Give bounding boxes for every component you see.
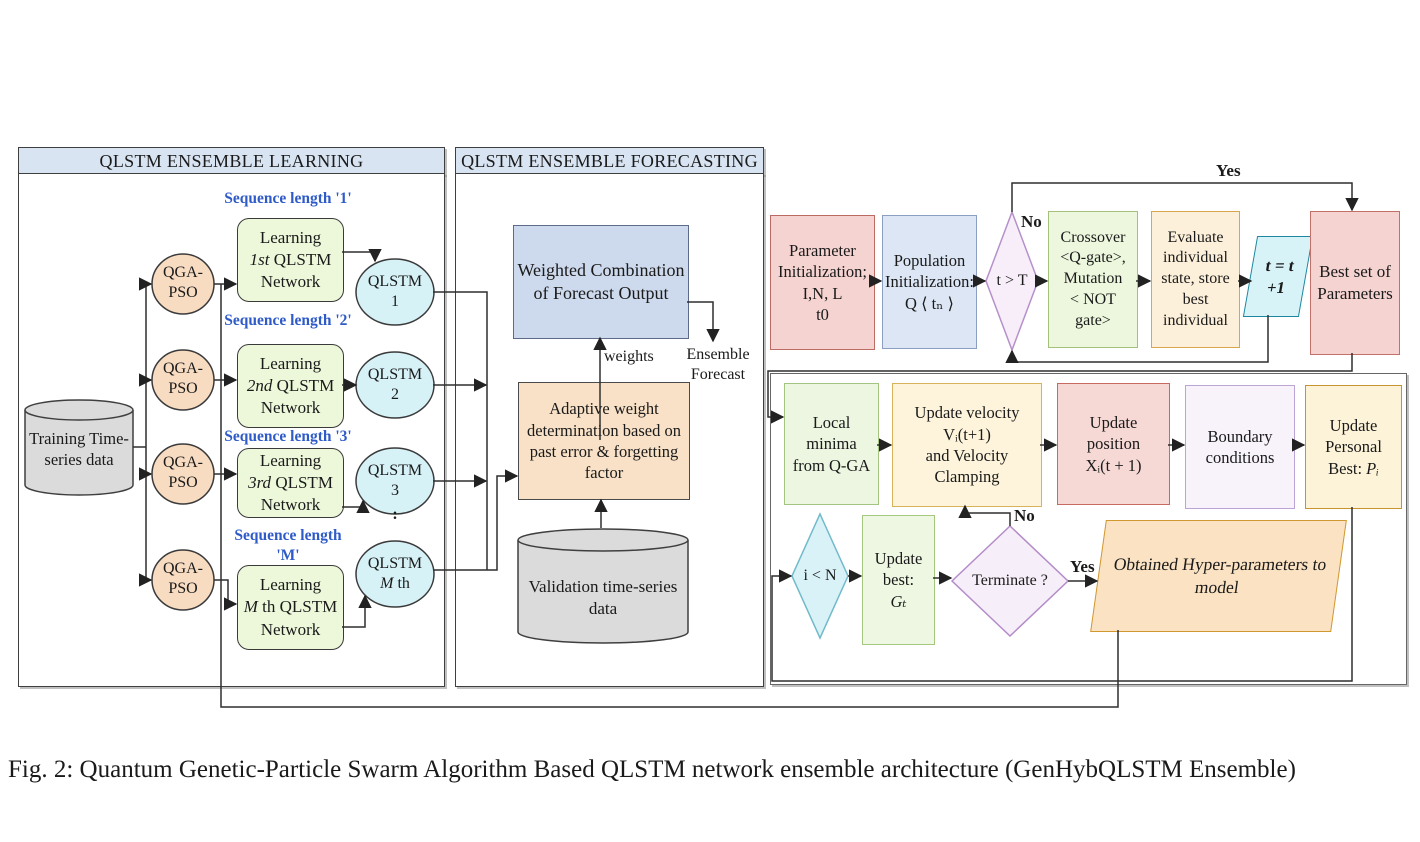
- learning-panel-title: QLSTM ENSEMBLE LEARNING: [99, 150, 364, 171]
- learning-network-box-1: Learning 1st QLSTM Network: [237, 218, 344, 302]
- yes-label-top: Yes: [1216, 161, 1241, 180]
- qlstm-label-3: QLSTM 3: [367, 462, 423, 500]
- weighted-combination-box: Weighted Combination of Forecast Output: [513, 225, 689, 339]
- weights-label: weights: [604, 348, 654, 365]
- crossover-box: Crossover <Q-gate>, Mutation < NOT gate>: [1048, 211, 1138, 348]
- vertical-dots: :: [392, 506, 398, 523]
- i-lt-n-label: i < N: [803, 567, 837, 584]
- sequence-length-label-1: Sequence length '1': [224, 190, 352, 207]
- forecasting-panel-title: QLSTM ENSEMBLE FORECASTING: [461, 150, 758, 171]
- learning-network-box-2: Learning 2nd QLSTM Network: [237, 344, 344, 428]
- sequence-length-label-3: Sequence length '3': [224, 428, 352, 445]
- qga-pso-label-1: QGA-PSO: [163, 264, 203, 302]
- qga-pso-label-2: QGA-PSO: [163, 360, 203, 398]
- t-increment-parallelogram: t = t +1: [1242, 236, 1314, 317]
- forecasting-panel-header: QLSTM ENSEMBLE FORECASTING: [455, 147, 764, 175]
- figure-caption: Fig. 2: Quantum Genetic-Particle Swarm A…: [8, 756, 1296, 783]
- t-gt-T-label: t > T: [996, 272, 1028, 289]
- obtained-hyperparams-parallelogram: Obtained Hyper-parameters to model: [1090, 520, 1347, 632]
- qga-pso-label-3: QGA-PSO: [163, 454, 203, 492]
- evaluate-box: Evaluate individual state, store best in…: [1151, 211, 1240, 348]
- sequence-length-label-m: Sequence length: [234, 527, 342, 544]
- local-minima-box: Local minima from Q-GA: [784, 383, 879, 505]
- learning-network-box-3: Learning 3rd QLSTM Network: [237, 448, 344, 518]
- sequence-length-label-2: Sequence length '2': [224, 312, 352, 329]
- boundary-conditions-box: Boundary conditions: [1185, 385, 1295, 509]
- no-label-mid: No: [1014, 506, 1035, 525]
- validation-data-cylinder-label: Validation time-series data: [528, 577, 678, 618]
- terminate-label: Terminate ?: [972, 572, 1048, 589]
- update-best-box: Update best: Gₜ: [862, 515, 935, 645]
- learning-network-box-4: Learning M th QLSTM Network: [237, 565, 344, 650]
- yes-label-mid: Yes: [1070, 557, 1095, 576]
- population-init-box: Population Initialization: Q ⟨ tₙ ⟩: [882, 215, 977, 349]
- sequence-length-label-m2: 'M': [276, 547, 300, 564]
- qlstm-label-4: QLSTM M th: [367, 555, 423, 593]
- adaptive-weight-box: Adaptive weight determination based on p…: [518, 382, 690, 500]
- update-velocity-box: Update velocity Vᵢ(t+1) and Velocity Cla…: [892, 383, 1042, 507]
- ensemble-forecast-label: Ensemble Forecast: [686, 346, 750, 383]
- parameter-init-box: Parameter Initialization; I,N, L t0: [770, 215, 875, 350]
- no-label-top: No: [1021, 212, 1042, 231]
- best-set-box: Best set of Parameters: [1310, 211, 1400, 355]
- qlstm-label-1: QLSTM 1: [367, 273, 423, 311]
- personal-best-box: Update Personal Best: Pᵢ: [1305, 385, 1402, 509]
- qlstm-label-2: QLSTM 2: [367, 366, 423, 404]
- training-data-cylinder-label: Training Time- series data: [29, 429, 129, 470]
- update-position-box: Update position Xᵢ(t + 1): [1057, 383, 1170, 505]
- qga-pso-label-4: QGA-PSO: [163, 560, 203, 598]
- learning-panel-header: QLSTM ENSEMBLE LEARNING: [18, 147, 445, 175]
